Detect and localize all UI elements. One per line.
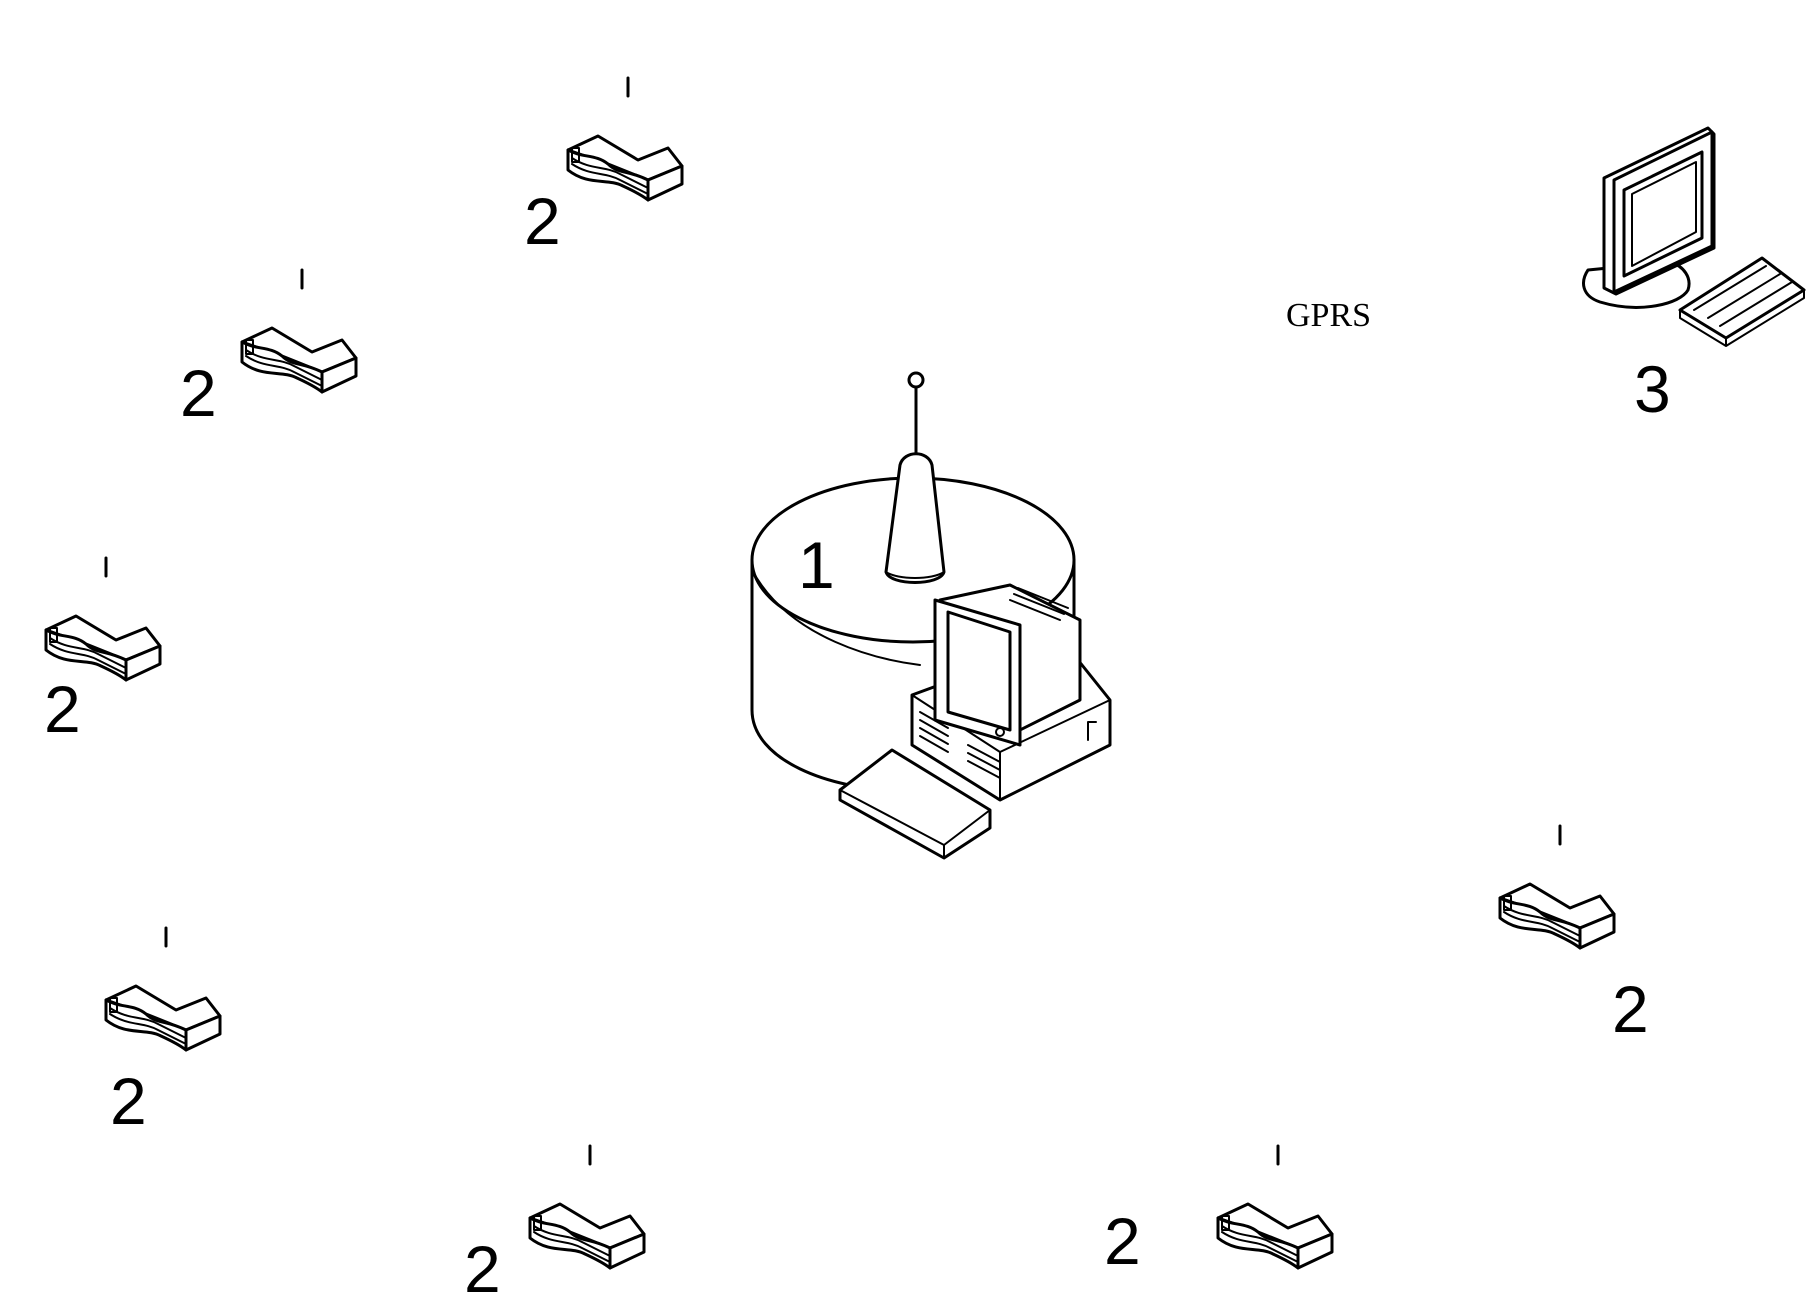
sensor-node: 2 <box>524 76 684 258</box>
sensor-node: 2 <box>464 1144 646 1306</box>
sensor-node-icon <box>1216 1144 1334 1270</box>
sensor-node-icon <box>528 1144 646 1270</box>
sensor-node-icon <box>104 926 222 1052</box>
sensor-node-label: 2 <box>110 1064 147 1138</box>
sensor-node-icon <box>1498 824 1616 950</box>
gprs-link-label: GPRS <box>1286 297 1371 334</box>
sensor-node: 2 <box>104 926 222 1138</box>
sensor-node-icon <box>566 76 684 202</box>
sensor-node-icon <box>240 268 358 394</box>
sensor-node: 2 <box>180 268 358 430</box>
sensor-node-label: 2 <box>1104 1204 1141 1278</box>
base-station-label: 1 <box>798 528 835 602</box>
sensor-node-icon <box>44 556 162 682</box>
sensor-node: 2 <box>44 556 162 746</box>
monitor-pc-label: 3 <box>1634 352 1671 426</box>
sensor-node-label: 2 <box>180 356 217 430</box>
monitor-pc: 3 <box>1582 126 1806 426</box>
sensor-node-label: 2 <box>44 672 81 746</box>
base-station-computer-icon <box>838 583 1112 860</box>
sensor-node: 2 <box>1104 1144 1334 1278</box>
sensor-node-label: 2 <box>464 1232 501 1306</box>
base-station: 1 <box>750 371 1112 860</box>
sensor-node-label: 2 <box>1612 972 1649 1046</box>
sensor-node: 2 <box>1498 824 1649 1046</box>
antenna-tower-icon <box>884 371 946 584</box>
monitor-pc-icon <box>1582 126 1806 347</box>
sensor-node-label: 2 <box>524 184 561 258</box>
